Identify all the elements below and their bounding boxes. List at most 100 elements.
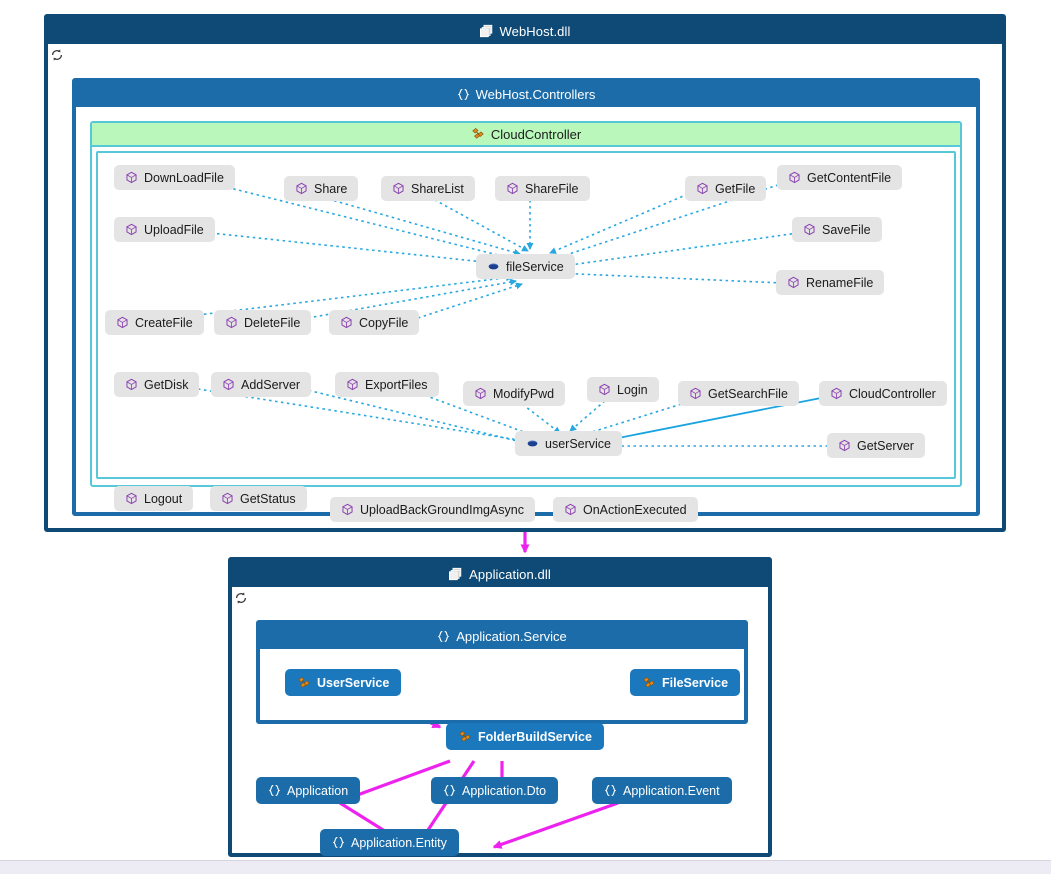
method-icon <box>564 503 577 516</box>
node-label: Logout <box>144 491 183 506</box>
node-label: Application.Dto <box>462 783 547 798</box>
assembly-webhost-header[interactable]: WebHost.dll <box>48 18 1002 44</box>
namespace-webhost-controllers-body: CloudController <box>76 107 976 522</box>
node-label: UploadBackGroundImgAsync <box>360 502 524 517</box>
node-label: CopyFile <box>359 315 409 330</box>
node-renamefile[interactable]: RenameFile <box>776 270 885 295</box>
namespace-icon <box>268 784 281 797</box>
namespace-webhost-controllers-label: WebHost.Controllers <box>475 87 596 102</box>
namespace-icon <box>332 836 345 849</box>
node-getstatus[interactable]: GetStatus <box>210 486 307 511</box>
assembly-application-body: Application.Service UserService FileServi… <box>232 587 768 856</box>
type-cloudcontroller-body: DownLoadFile Share ShareList ShareFile GetFi… <box>96 151 956 522</box>
namespace-webhost-controllers[interactable]: WebHost.Controllers <box>72 78 980 522</box>
namespace-application-service-header[interactable]: Application.Service <box>260 624 744 649</box>
namespace-icon <box>443 784 456 797</box>
method-icon <box>221 492 234 505</box>
namespace-application-service[interactable]: Application.Service UserService FileServi… <box>256 620 748 750</box>
node-addserver[interactable]: AddServer <box>211 372 312 397</box>
node-uploadbackgroundimgasync[interactable]: UploadBackGroundImgAsync <box>330 497 535 522</box>
node-label: Application.Entity <box>351 835 447 850</box>
node-application[interactable]: Application <box>256 777 361 804</box>
node-label: RenameFile <box>806 275 874 290</box>
namespace-webhost-controllers-header[interactable]: WebHost.Controllers <box>76 82 976 107</box>
node-userservice[interactable]: userService <box>515 431 622 456</box>
method-icon <box>125 171 138 184</box>
node-label: Application.Event <box>623 783 720 798</box>
node-getsearchfile[interactable]: GetSearchFile <box>678 381 799 406</box>
field-icon <box>487 260 500 273</box>
node-savefile[interactable]: SaveFile <box>792 217 882 242</box>
method-icon <box>696 182 709 195</box>
method-icon <box>689 387 702 400</box>
node-label: GetSearchFile <box>708 386 788 401</box>
field-icon <box>526 437 539 450</box>
method-icon <box>787 276 800 289</box>
node-label: OnActionExecuted <box>583 502 687 517</box>
node-label: UploadFile <box>144 222 204 237</box>
refresh-icon[interactable] <box>234 591 248 605</box>
node-label: DownLoadFile <box>144 170 224 185</box>
node-exportfiles[interactable]: ExportFiles <box>335 372 439 397</box>
node-application-dto[interactable]: Application.Dto <box>431 777 559 804</box>
node-share[interactable]: Share <box>284 176 359 201</box>
node-label: fileService <box>506 259 564 274</box>
node-label: UserService <box>317 675 390 690</box>
node-copyfile[interactable]: CopyFile <box>329 310 420 335</box>
node-folderbuildservice[interactable]: FolderBuildService <box>446 723 604 750</box>
node-label: GetDisk <box>144 377 189 392</box>
class-icon <box>297 676 311 690</box>
node-cloudcontroller[interactable]: CloudController <box>819 381 947 406</box>
method-icon <box>346 378 359 391</box>
class-icon <box>642 676 656 690</box>
method-icon <box>341 503 354 516</box>
node-application-event[interactable]: Application.Event <box>592 777 732 804</box>
method-icon <box>125 223 138 236</box>
assembly-icon <box>479 24 494 38</box>
method-icon <box>225 316 238 329</box>
node-downloadfile[interactable]: DownLoadFile <box>114 165 235 190</box>
assembly-webhost[interactable]: WebHost.dll <box>44 14 1006 532</box>
node-fileservice[interactable]: FileService <box>630 669 741 696</box>
assembly-icon <box>449 567 463 581</box>
type-cloudcontroller-header[interactable]: CloudController <box>92 123 960 147</box>
node-getdisk[interactable]: GetDisk <box>114 372 200 397</box>
node-label: ExportFiles <box>365 377 428 392</box>
assembly-application[interactable]: Application.dll <box>228 557 772 857</box>
method-icon <box>506 182 519 195</box>
refresh-icon[interactable] <box>50 48 64 62</box>
method-icon <box>598 383 611 396</box>
node-sharelist[interactable]: ShareList <box>381 176 475 201</box>
namespace-application-service-label: Application.Service <box>456 629 567 644</box>
node-modifypwd[interactable]: ModifyPwd <box>463 381 566 406</box>
node-sharefile[interactable]: ShareFile <box>495 176 590 201</box>
node-getcontentfile[interactable]: GetContentFile <box>777 165 903 190</box>
node-userservice[interactable]: UserService <box>285 669 402 696</box>
class-icon <box>458 730 472 744</box>
node-label: Login <box>617 382 648 397</box>
node-label: SaveFile <box>822 222 871 237</box>
method-icon <box>474 387 487 400</box>
node-onactionexecuted[interactable]: OnActionExecuted <box>553 497 698 522</box>
node-logout[interactable]: Logout <box>114 486 194 511</box>
node-getserver[interactable]: GetServer <box>827 433 925 458</box>
type-cloudcontroller[interactable]: CloudController <box>90 121 962 522</box>
assembly-application-header[interactable]: Application.dll <box>232 561 768 587</box>
node-label: GetStatus <box>240 491 296 506</box>
namespace-icon <box>457 88 470 101</box>
namespace-icon <box>437 630 450 643</box>
node-deletefile[interactable]: DeleteFile <box>214 310 312 335</box>
node-fileservice[interactable]: fileService <box>476 254 575 279</box>
method-icon <box>838 439 851 452</box>
node-getfile[interactable]: GetFile <box>685 176 767 201</box>
node-application-entity[interactable]: Application.Entity <box>320 829 459 856</box>
node-label: GetFile <box>715 181 756 196</box>
node-createfile[interactable]: CreateFile <box>105 310 204 335</box>
node-uploadfile[interactable]: UploadFile <box>114 217 215 242</box>
node-label: CloudController <box>849 386 936 401</box>
node-login[interactable]: Login <box>587 377 659 402</box>
method-icon <box>222 378 235 391</box>
status-bar <box>0 860 1051 874</box>
